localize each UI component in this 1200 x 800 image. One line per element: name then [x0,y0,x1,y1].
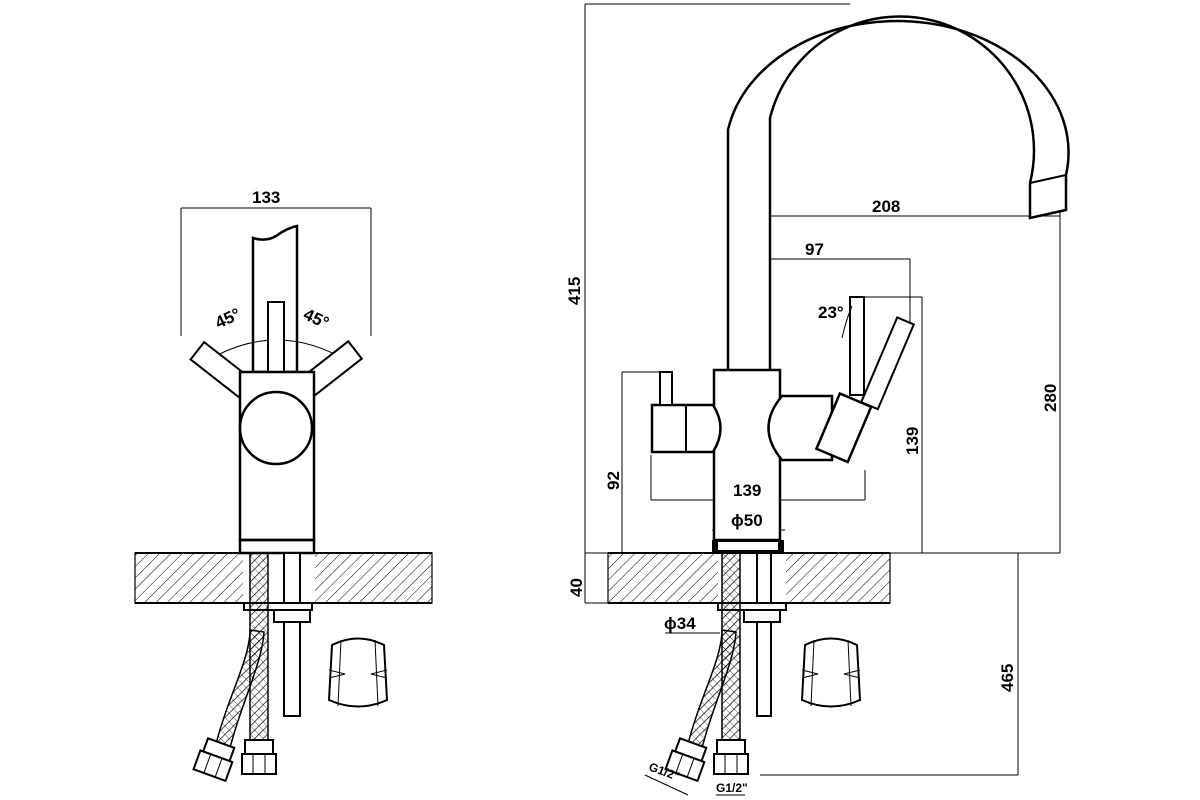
front-view: 133 45° 45° [134,188,433,783]
shank-diameter-label: ϕ34 [664,614,696,633]
spout-side [726,15,1070,370]
mounting-nut-side [800,637,862,708]
mounting-front [192,552,313,783]
body-width-label: 139 [733,481,761,500]
countertop-label: 40 [567,578,586,597]
angle-right-label: 45° [301,305,333,333]
body-side [650,296,916,553]
height-total-label: 415 [565,277,584,305]
spout-reach-label: 208 [872,197,900,216]
dimension-lines [584,3,1061,796]
base-diameter-label: ϕ50 [731,511,763,530]
handle-height-label: 139 [903,427,922,455]
spout-front [251,224,299,374]
mounting-nut-front [327,637,389,708]
body-front [238,370,316,555]
handle-angle-label: 23° [818,303,844,322]
side-view: 415 208 97 23° 280 139 139 92 ϕ50 40 ϕ34… [565,3,1070,796]
width-label: 133 [252,188,280,207]
side-dimension-labels: 415 208 97 23° 280 139 139 92 ϕ50 40 ϕ34… [565,197,1060,692]
width-dimension: 133 [180,188,372,336]
mounting-side [664,552,787,783]
thread-right-label: G1/2" [716,781,748,795]
countertop-side [607,552,891,604]
hose-length-label: 465 [998,664,1017,692]
angle-left-label: 45° [212,304,244,332]
handle-offset-label: 97 [805,240,824,259]
spout-height-label: 280 [1041,384,1060,412]
body-height-label: 92 [604,471,623,490]
